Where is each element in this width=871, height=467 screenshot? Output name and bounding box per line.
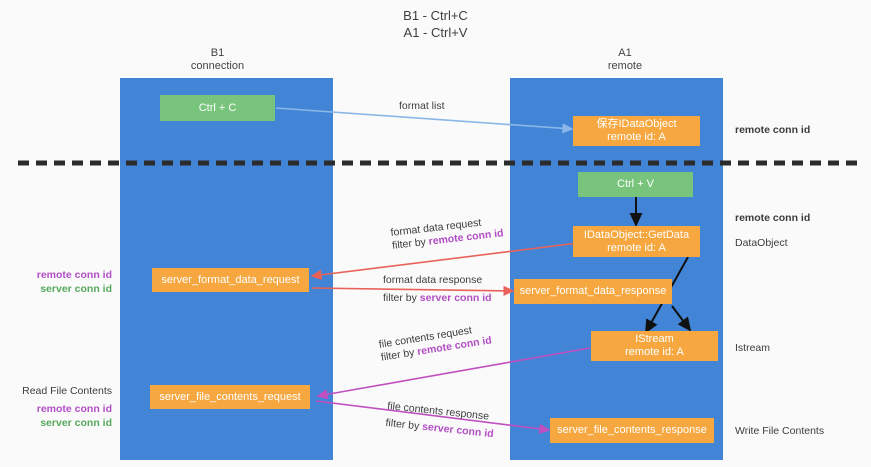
- node-server-format-data-request[interactable]: server_format_data_request: [152, 268, 309, 292]
- node-server-file-contents-request[interactable]: server_file_contents_request: [150, 385, 310, 409]
- node-server-file-contents-response-label: server_file_contents_response: [557, 424, 707, 436]
- edge-label-format-data-response: format data response filter by server co…: [383, 274, 492, 305]
- node-getdata-line1: IDataObject::GetData: [583, 228, 690, 241]
- side-label-remote-conn-id-left-2: remote conn id: [36, 403, 112, 415]
- page-title: B1 - Ctrl+C A1 - Ctrl+V: [0, 7, 871, 41]
- side-label-remote-conn-id-top: remote conn id: [735, 123, 810, 137]
- column-header-b1: B1 connection: [140, 47, 295, 73]
- node-idataobject-getdata[interactable]: IDataObject::GetData remote id: A: [573, 226, 700, 257]
- node-ctrl-v-label: Ctrl + V: [617, 178, 654, 190]
- side-label-istream-text: Istream: [735, 342, 771, 354]
- side-label-read-file-contents: Read File Contents: [0, 384, 112, 398]
- side-label-write-file-contents-text: Write File Contents: [735, 425, 825, 437]
- side-label-remote-conn-id-mid: remote conn id: [735, 211, 810, 225]
- column-header-a1: A1 remote: [545, 47, 705, 73]
- node-idataobject-line1: 保存IDataObject: [596, 118, 677, 130]
- filter-prefix-2: filter by: [383, 292, 420, 304]
- node-idataobject[interactable]: 保存IDataObject remote id: A: [573, 116, 700, 146]
- filter-prefix-4: filter by: [384, 416, 423, 433]
- side-label-remote-conn-id-top-text: remote conn id: [735, 124, 811, 136]
- node-ctrl-c-label: Ctrl + C: [198, 101, 237, 114]
- column-header-a1-name: A1: [618, 47, 632, 59]
- edge-label-format-data-response-filter: filter by server conn id: [383, 292, 492, 305]
- side-label-istream: Istream: [735, 341, 770, 355]
- side-label-server-conn-id-left-2: server conn id: [40, 417, 112, 429]
- edge-label-format-list-text: format list: [399, 100, 445, 112]
- edge-label-file-contents-response: file contents response filter by server …: [385, 400, 496, 441]
- node-server-format-data-request-label: server_format_data_request: [161, 273, 300, 286]
- column-header-b1-role: connection: [190, 60, 245, 72]
- edge-label-format-list: format list: [399, 100, 445, 113]
- filter-key-2: server conn id: [419, 292, 492, 304]
- edge-label-file-contents-request: file contents request filter by remote c…: [378, 321, 493, 364]
- node-ctrl-c[interactable]: Ctrl + C: [160, 95, 275, 121]
- side-label-remote-conn-id-left: remote conn id: [36, 269, 112, 281]
- edge-label-format-data-response-text: format data response: [383, 274, 483, 286]
- side-label-dataobject-text: DataObject: [735, 237, 788, 249]
- node-server-format-data-response-label: server_format_data_response: [519, 285, 667, 297]
- side-label-conn-ids-mid: remote conn id server conn id: [0, 268, 112, 296]
- node-server-file-contents-response[interactable]: server_file_contents_response: [550, 418, 714, 443]
- title-line-2: A1 - Ctrl+V: [403, 25, 468, 40]
- side-label-read-file-contents-text: Read File Contents: [22, 385, 112, 397]
- node-server-file-contents-request-label: server_file_contents_request: [159, 390, 301, 403]
- side-label-write-file-contents: Write File Contents: [735, 424, 824, 438]
- node-istream-line2: remote id: A: [625, 346, 684, 358]
- node-istream-line1: IStream: [635, 333, 674, 345]
- column-header-a1-role: remote: [607, 60, 643, 72]
- edge-label-format-data-request: format data request filter by remote con…: [390, 214, 504, 253]
- filter-key-4: server conn id: [421, 420, 495, 441]
- side-label-server-conn-id-left: server conn id: [40, 283, 112, 295]
- node-ctrl-v[interactable]: Ctrl + V: [578, 172, 693, 197]
- node-istream[interactable]: IStream remote id: A: [591, 331, 718, 361]
- column-header-b1-name: B1: [210, 47, 225, 59]
- title-line-1: B1 - Ctrl+C: [403, 8, 468, 23]
- node-server-format-data-response[interactable]: server_format_data_response: [514, 279, 672, 304]
- node-getdata-line2: remote id: A: [607, 241, 666, 254]
- side-label-dataobject: DataObject: [735, 236, 788, 250]
- node-idataobject-line2: remote id: A: [607, 131, 666, 143]
- side-label-remote-conn-id-mid-text: remote conn id: [735, 212, 811, 224]
- side-label-conn-ids-bottom: remote conn id server conn id: [0, 402, 112, 430]
